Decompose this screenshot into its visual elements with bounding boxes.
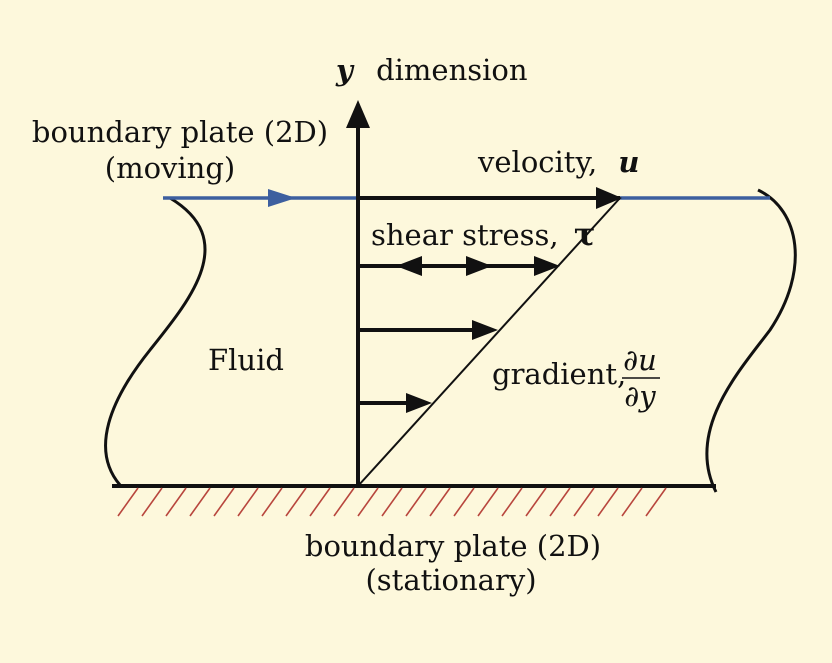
hatch-mark xyxy=(405,487,427,517)
hatch-mark xyxy=(429,487,451,517)
hatch-mark xyxy=(117,487,139,517)
hatch-mark xyxy=(285,487,307,517)
hatch-mark xyxy=(309,487,331,517)
fluid-label: Fluid xyxy=(208,343,284,377)
hatch-mark xyxy=(237,487,259,517)
shear-stress-right-head xyxy=(534,256,560,276)
bottom-plate-label-line2: (stationary) xyxy=(365,563,536,597)
velocity-vector-lower-head xyxy=(406,393,432,413)
y-axis-label: y dimension xyxy=(335,53,528,87)
bottom-plate-label-line1: boundary plate (2D) xyxy=(305,529,601,563)
velocity-label: velocity, u xyxy=(477,145,640,179)
shear-stress-label: shear stress, τ xyxy=(371,215,595,253)
gradient-label: gradient, xyxy=(492,357,626,391)
top-plate-label-line1: boundary plate (2D) xyxy=(32,115,328,149)
y-axis-text: dimension xyxy=(376,53,527,87)
hatch-mark xyxy=(525,487,547,517)
hatch-mark xyxy=(141,487,163,517)
hatch-mark xyxy=(333,487,355,517)
velocity-label-symbol: u xyxy=(618,145,639,179)
hatch-mark xyxy=(645,487,667,517)
hatch-mark xyxy=(357,487,379,517)
hatch-mark xyxy=(213,487,235,517)
hatch-mark xyxy=(189,487,211,517)
velocity-vector-middle-head xyxy=(472,320,498,340)
shear-stress-label-symbol: τ xyxy=(574,215,596,253)
hatch-mark xyxy=(573,487,595,517)
velocity-profile-line xyxy=(357,197,621,487)
y-axis-symbol: y xyxy=(335,53,355,87)
hatch-mark xyxy=(381,487,403,517)
hatch-mark xyxy=(453,487,475,517)
moving-plate-direction-arrow xyxy=(268,189,296,207)
stationary-plate-hatching xyxy=(117,487,667,517)
velocity-label-text: velocity, xyxy=(477,145,597,179)
hatch-mark xyxy=(597,487,619,517)
shear-stress-middle-head xyxy=(466,256,492,276)
y-axis-arrowhead xyxy=(346,100,370,128)
top-plate-label-line2: (moving) xyxy=(105,151,236,185)
fluid-right-boundary xyxy=(705,188,797,493)
hatch-mark xyxy=(549,487,571,517)
hatch-mark xyxy=(621,487,643,517)
shear-stress-label-text: shear stress, xyxy=(371,218,559,252)
hatch-mark xyxy=(165,487,187,517)
hatch-mark xyxy=(501,487,523,517)
shear-stress-left-head xyxy=(396,256,422,276)
gradient-numerator: ∂u xyxy=(623,343,657,377)
velocity-arrowhead xyxy=(596,187,622,209)
hatch-mark xyxy=(477,487,499,517)
fluid-left-boundary xyxy=(104,196,207,486)
gradient-denominator: ∂y xyxy=(624,379,656,413)
hatch-mark xyxy=(261,487,283,517)
